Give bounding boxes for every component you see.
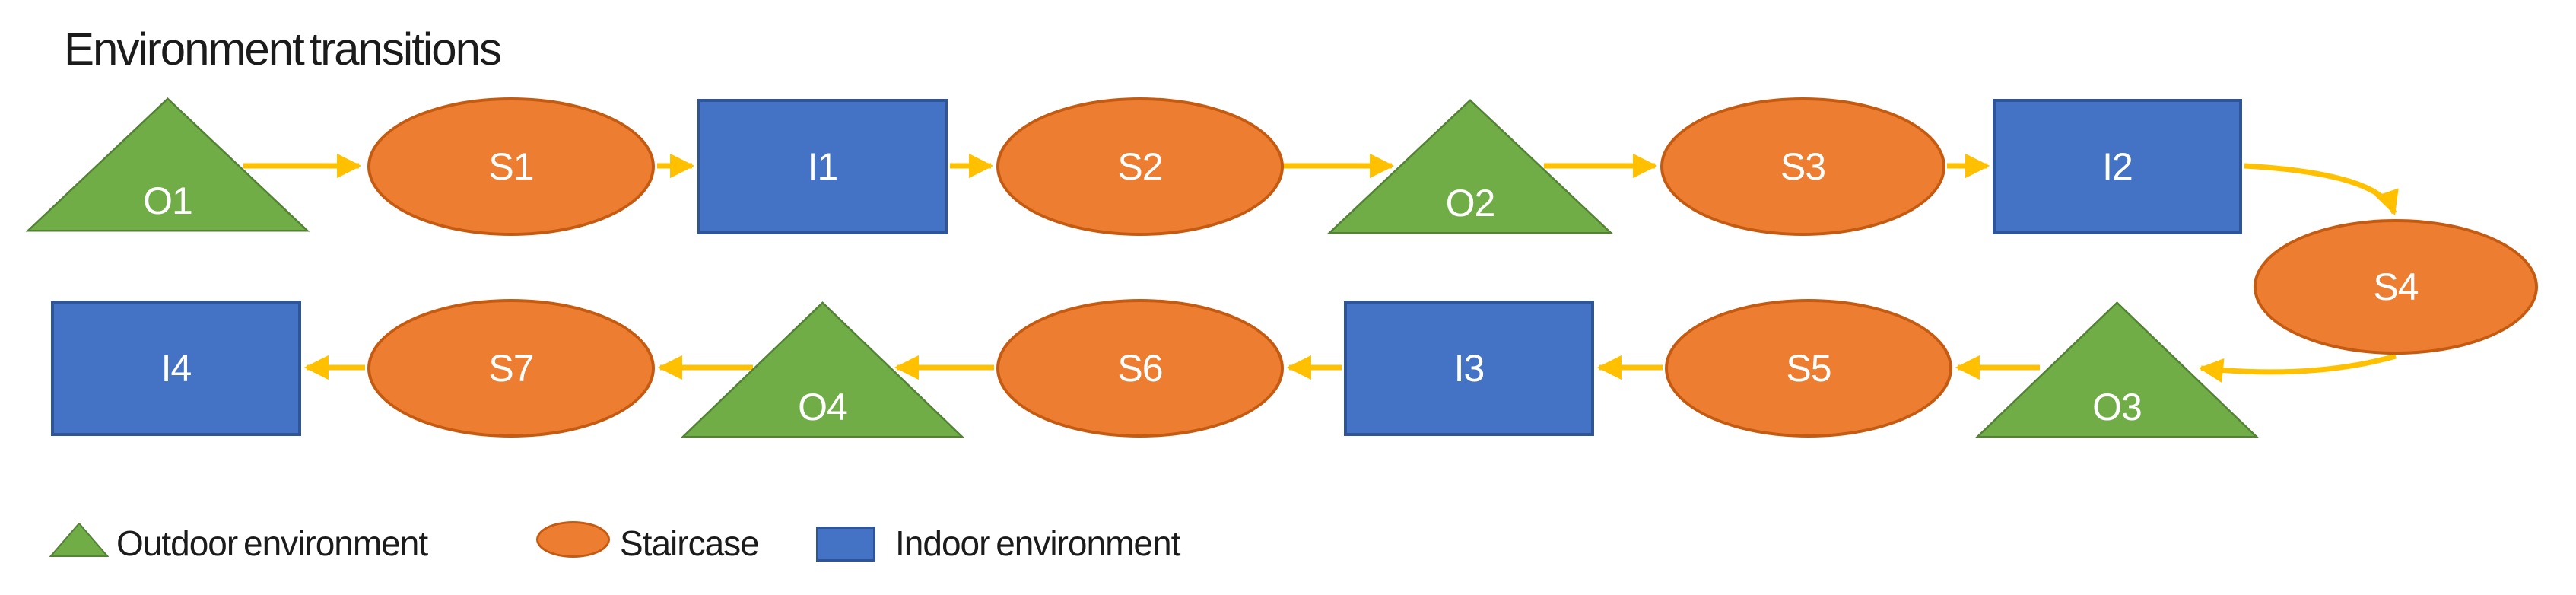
- legend-staircase-ellipse-icon: [536, 521, 610, 558]
- node-O1: O1: [25, 97, 310, 232]
- node-label: I3: [1453, 347, 1485, 390]
- node-S2: S2: [996, 97, 1284, 236]
- outdoor-triangle-icon: [1974, 301, 2260, 438]
- node-I1: I1: [697, 99, 948, 234]
- node-label: S3: [1780, 145, 1826, 188]
- node-label: O3: [2092, 386, 2142, 428]
- node-S5: S5: [1665, 299, 1952, 438]
- node-S6: S6: [996, 299, 1284, 438]
- outdoor-triangle-icon: [1326, 99, 1614, 234]
- node-I3: I3: [1344, 301, 1594, 436]
- node-label: O1: [143, 180, 193, 222]
- node-I2: I2: [1993, 99, 2242, 234]
- node-O2: O2: [1326, 99, 1614, 234]
- node-label: I4: [160, 347, 192, 390]
- node-label: I2: [2102, 145, 2133, 188]
- diagram-title: Environment transitions: [64, 24, 502, 75]
- edge-i2-s4: [2244, 163, 2399, 216]
- node-O3: O3: [1974, 301, 2260, 438]
- node-label: S6: [1117, 347, 1163, 390]
- node-S3: S3: [1660, 97, 1945, 236]
- legend-label-outdoor: Outdoor environment: [116, 523, 428, 563]
- node-label: S5: [1786, 347, 1831, 390]
- node-label: S7: [488, 347, 534, 390]
- node-O4: O4: [680, 301, 965, 438]
- legend-label-indoor: Indoor environment: [895, 523, 1180, 563]
- legend-indoor-rect-icon: [816, 527, 875, 562]
- node-label: O2: [1445, 182, 1496, 224]
- node-label: S1: [488, 145, 534, 188]
- node-label: O4: [798, 386, 848, 428]
- node-label: S4: [2373, 266, 2419, 308]
- node-I4: I4: [51, 301, 301, 436]
- legend-outdoor-triangle-icon: [49, 523, 109, 557]
- outdoor-triangle-icon: [680, 301, 965, 438]
- node-S1: S1: [367, 97, 655, 236]
- outdoor-triangle-icon: [25, 97, 310, 232]
- node-label: I1: [807, 145, 839, 188]
- legend-label-staircase: Staircase: [620, 523, 760, 563]
- node-S7: S7: [367, 299, 655, 438]
- node-label: S2: [1117, 145, 1163, 188]
- edge-s4-o3: [2198, 353, 2397, 383]
- node-S4: S4: [2254, 219, 2538, 355]
